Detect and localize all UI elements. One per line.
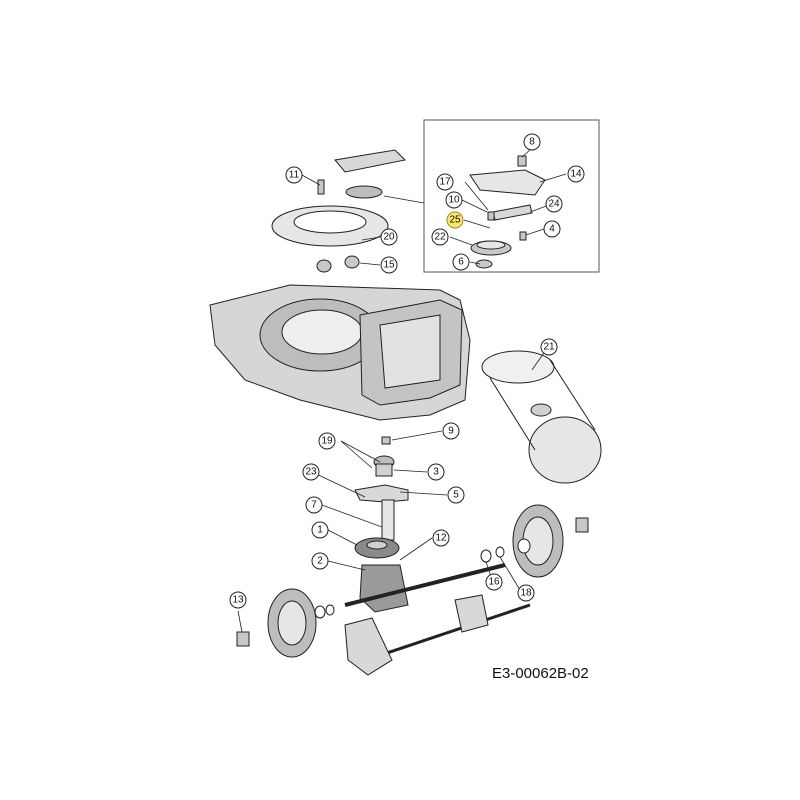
front-axle xyxy=(371,603,531,660)
svg-text:9: 9 xyxy=(448,426,454,437)
callout-18: 18 xyxy=(517,584,535,602)
callout-23: 23 xyxy=(302,463,320,481)
svg-text:7: 7 xyxy=(311,500,317,511)
svg-text:15: 15 xyxy=(383,260,395,271)
callout-7: 7 xyxy=(305,496,323,514)
callout-5: 5 xyxy=(447,486,465,504)
svg-text:12: 12 xyxy=(435,533,447,544)
svg-text:25: 25 xyxy=(449,215,461,226)
svg-text:17: 17 xyxy=(439,177,451,188)
callout-2: 2 xyxy=(311,552,329,570)
svg-text:24: 24 xyxy=(548,199,560,210)
callout-19: 19 xyxy=(318,432,336,450)
svg-text:11: 11 xyxy=(289,170,300,181)
inset-parts xyxy=(469,155,546,269)
callout-10: 10 xyxy=(445,191,463,209)
svg-text:8: 8 xyxy=(529,137,535,148)
callout-6: 6 xyxy=(452,253,470,271)
svg-text:16: 16 xyxy=(488,577,500,588)
callout-1: 1 xyxy=(311,521,329,539)
callout-22: 22 xyxy=(431,228,449,246)
svg-text:20: 20 xyxy=(383,232,395,243)
callout-17: 17 xyxy=(436,173,454,191)
svg-text:1: 1 xyxy=(317,525,323,536)
svg-text:14: 14 xyxy=(570,169,582,180)
callout-24: 24 xyxy=(545,195,563,213)
leader-lines xyxy=(237,149,567,633)
svg-text:18: 18 xyxy=(520,588,532,599)
callout-14: 14 xyxy=(567,165,585,183)
callout-8: 8 xyxy=(523,133,541,151)
axle-brackets xyxy=(344,594,489,676)
svg-text:6: 6 xyxy=(458,257,464,268)
callout-25: 25 xyxy=(446,211,464,229)
rear-axle xyxy=(344,563,506,607)
svg-text:10: 10 xyxy=(448,195,460,206)
mower-deck xyxy=(209,284,471,421)
right-wheel-hub xyxy=(480,504,589,578)
upper-assembly xyxy=(271,149,407,273)
drive-belt xyxy=(481,350,602,484)
svg-text:13: 13 xyxy=(232,595,244,606)
callout-21: 21 xyxy=(540,338,558,356)
callout-9: 9 xyxy=(442,422,460,440)
callout-16: 16 xyxy=(485,573,503,591)
svg-text:4: 4 xyxy=(549,224,555,235)
svg-text:22: 22 xyxy=(434,232,446,243)
center-drive xyxy=(354,436,409,613)
svg-text:3: 3 xyxy=(433,467,439,478)
svg-text:19: 19 xyxy=(321,436,333,447)
callout-4: 4 xyxy=(543,220,561,238)
svg-text:5: 5 xyxy=(453,490,459,501)
svg-text:21: 21 xyxy=(543,342,555,353)
callout-15: 15 xyxy=(380,256,398,274)
callout-11: 11 xyxy=(285,166,303,184)
callout-12: 12 xyxy=(432,529,450,547)
callout-20: 20 xyxy=(380,228,398,246)
svg-text:23: 23 xyxy=(305,467,317,478)
diagram-reference-code: E3-00062B-02 xyxy=(492,665,589,682)
left-wheel-hub xyxy=(236,588,335,658)
callout-13: 13 xyxy=(229,591,247,609)
inset-leader-line xyxy=(383,195,425,204)
callout-3: 3 xyxy=(427,463,445,481)
svg-text:2: 2 xyxy=(317,556,323,567)
